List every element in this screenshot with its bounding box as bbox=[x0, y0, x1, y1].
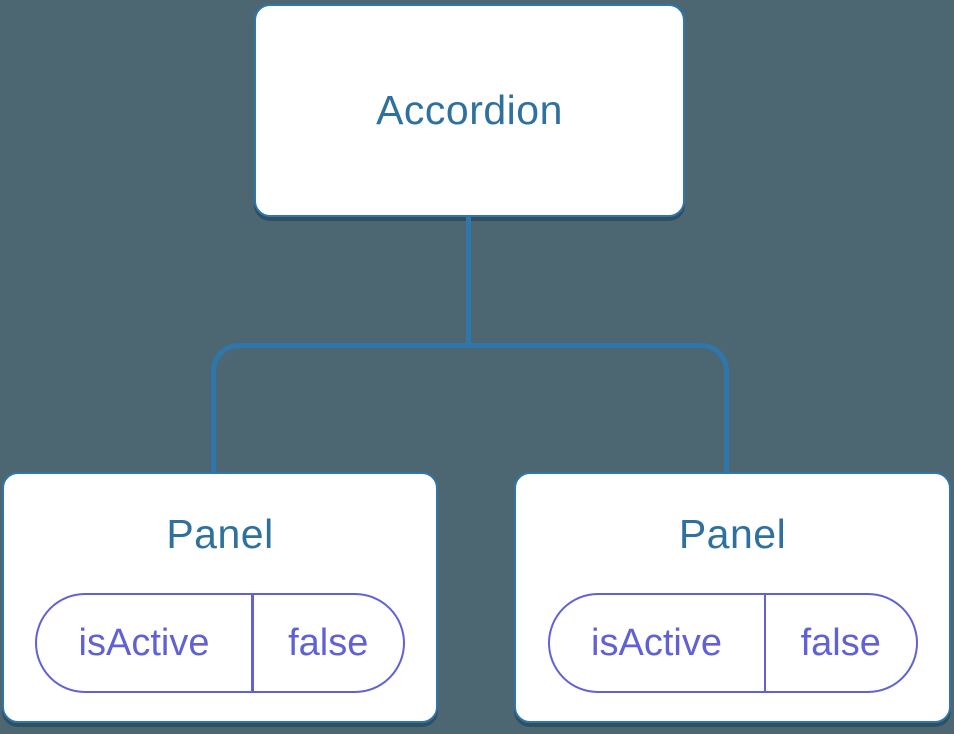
state-key-2: isActive bbox=[591, 622, 722, 664]
component-node-panel-2: Panel isActive false bbox=[514, 472, 951, 723]
component-label-panel-2: Panel bbox=[678, 511, 787, 557]
state-value-1: false bbox=[288, 622, 369, 664]
state-key-1: isActive bbox=[78, 622, 210, 664]
component-label-panel-1: Panel bbox=[166, 511, 274, 557]
component-node-panel-1: Panel isActive false bbox=[2, 472, 438, 723]
state-pill-2: isActive false bbox=[547, 593, 918, 693]
pill-divider-1 bbox=[251, 595, 254, 691]
pill-divider-2 bbox=[763, 595, 766, 691]
component-node-accordion: Accordion bbox=[254, 4, 685, 217]
component-label-accordion: Accordion bbox=[376, 87, 563, 133]
connector-bracket bbox=[211, 343, 729, 472]
state-pill-1: isActive false bbox=[35, 593, 405, 693]
state-value-2: false bbox=[800, 622, 881, 664]
connector-root-stub bbox=[466, 216, 471, 346]
